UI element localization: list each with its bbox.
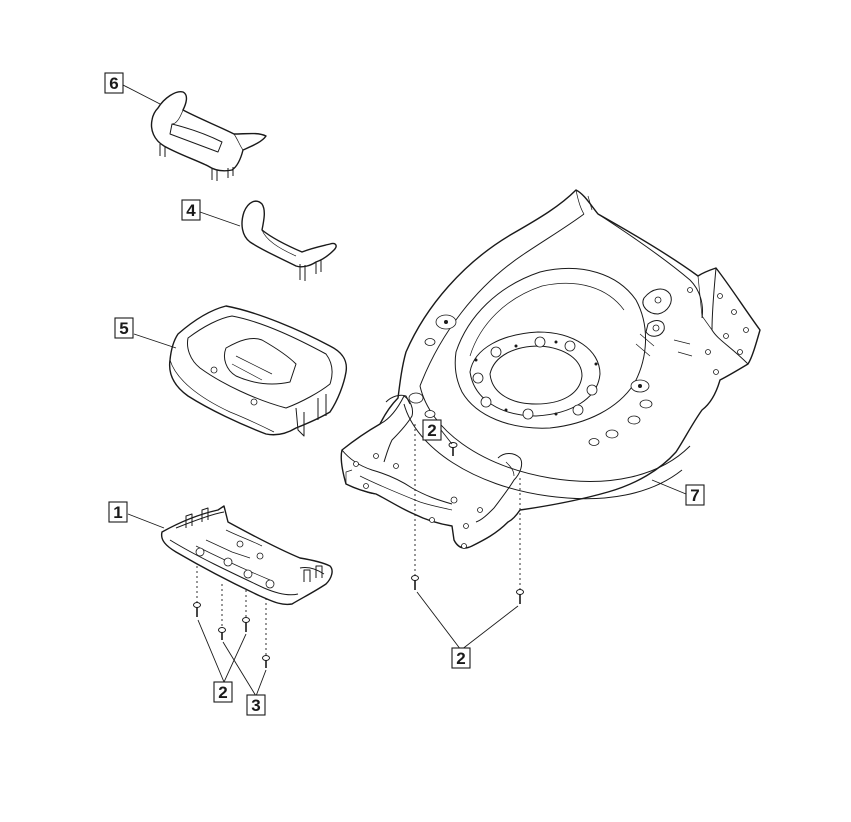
svg-text:7: 7 — [690, 486, 699, 505]
callout-2-plate: 2 — [213, 681, 233, 703]
callout-3: 3 — [246, 694, 266, 716]
callout-6: 6 — [104, 72, 124, 94]
svg-text:2: 2 — [218, 683, 227, 702]
callout-7: 7 — [685, 484, 705, 506]
screw-plate-2 — [218, 627, 226, 640]
screw-deck-left — [411, 575, 419, 590]
svg-text:2: 2 — [456, 649, 465, 668]
leader-lines — [122, 84, 687, 697]
screw-deck-right — [516, 589, 524, 604]
part-1-skid-plate — [160, 505, 333, 606]
svg-text:6: 6 — [109, 74, 118, 93]
callout-4: 4 — [181, 199, 201, 221]
svg-text:5: 5 — [119, 319, 128, 338]
svg-text:1: 1 — [113, 503, 122, 522]
svg-text:3: 3 — [251, 696, 260, 715]
svg-text:2: 2 — [427, 421, 436, 440]
callout-2-deck-top: 2 — [422, 419, 442, 441]
screw-plate-3 — [242, 617, 250, 632]
assembly-lines — [196, 424, 521, 656]
part-4-handle-insert — [241, 200, 337, 281]
callout-5: 5 — [114, 317, 134, 339]
svg-text:4: 4 — [186, 201, 196, 220]
screw-plate-1 — [193, 602, 201, 617]
callout-1: 1 — [108, 501, 128, 523]
part-6-handle-cover — [150, 91, 267, 181]
screw-deck-top — [448, 442, 458, 456]
part-7-mower-deck — [340, 189, 761, 549]
callout-2-deck-bottom: 2 — [451, 647, 471, 669]
screw-plate-4 — [262, 655, 270, 668]
part-5-engine-cover — [168, 305, 348, 437]
